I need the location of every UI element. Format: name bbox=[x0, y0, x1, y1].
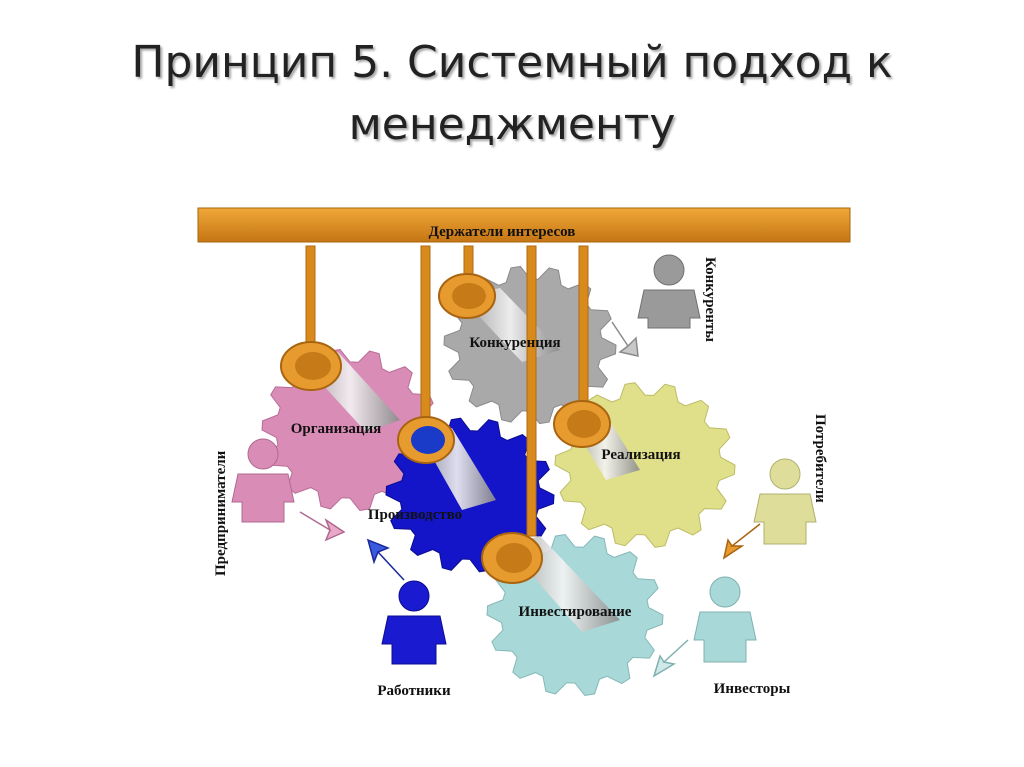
ring-production bbox=[397, 416, 455, 464]
ring-realization bbox=[553, 400, 611, 448]
person-investors bbox=[693, 576, 757, 663]
ring-organization bbox=[280, 341, 342, 391]
gear-label-organization: Организация bbox=[291, 421, 382, 437]
person-workers bbox=[381, 580, 447, 665]
label-competitors: Конкуренты bbox=[702, 257, 718, 342]
person-consumers bbox=[753, 458, 817, 545]
label-workers: Работники bbox=[377, 683, 451, 699]
gear-label-competition: Конкуренция bbox=[469, 335, 560, 351]
label-entrepreneurs: Предприниматели bbox=[213, 450, 229, 576]
arrow-entrepreneurs bbox=[299, 511, 346, 542]
title-line-2: менеджменту bbox=[348, 99, 676, 150]
person-entrepreneurs bbox=[231, 438, 295, 523]
rings bbox=[280, 273, 611, 584]
arrow-investors bbox=[652, 639, 689, 678]
label-investors: Инвесторы bbox=[714, 681, 791, 697]
gear-label-investment: Инвестирование bbox=[519, 604, 632, 620]
title-line-1: Принцип 5. Системный подход к bbox=[131, 37, 893, 88]
stakeholders-label: Держатели интересов bbox=[429, 224, 576, 240]
gear-label-realization: Реализация bbox=[601, 447, 680, 463]
label-consumers: Потребители bbox=[812, 414, 828, 503]
arrow-consumers bbox=[722, 523, 761, 560]
gear-label-production: Производство bbox=[368, 507, 462, 523]
slide-title: Принцип 5. Системный подход к менеджмент… bbox=[0, 32, 1024, 156]
arrow-competitors bbox=[611, 321, 639, 357]
ring-investment bbox=[481, 532, 543, 584]
person-competitors bbox=[637, 254, 701, 329]
ring-competition bbox=[438, 273, 496, 319]
arrow-workers bbox=[366, 538, 405, 581]
stakeholders-bar: Держатели интересов bbox=[197, 207, 851, 243]
